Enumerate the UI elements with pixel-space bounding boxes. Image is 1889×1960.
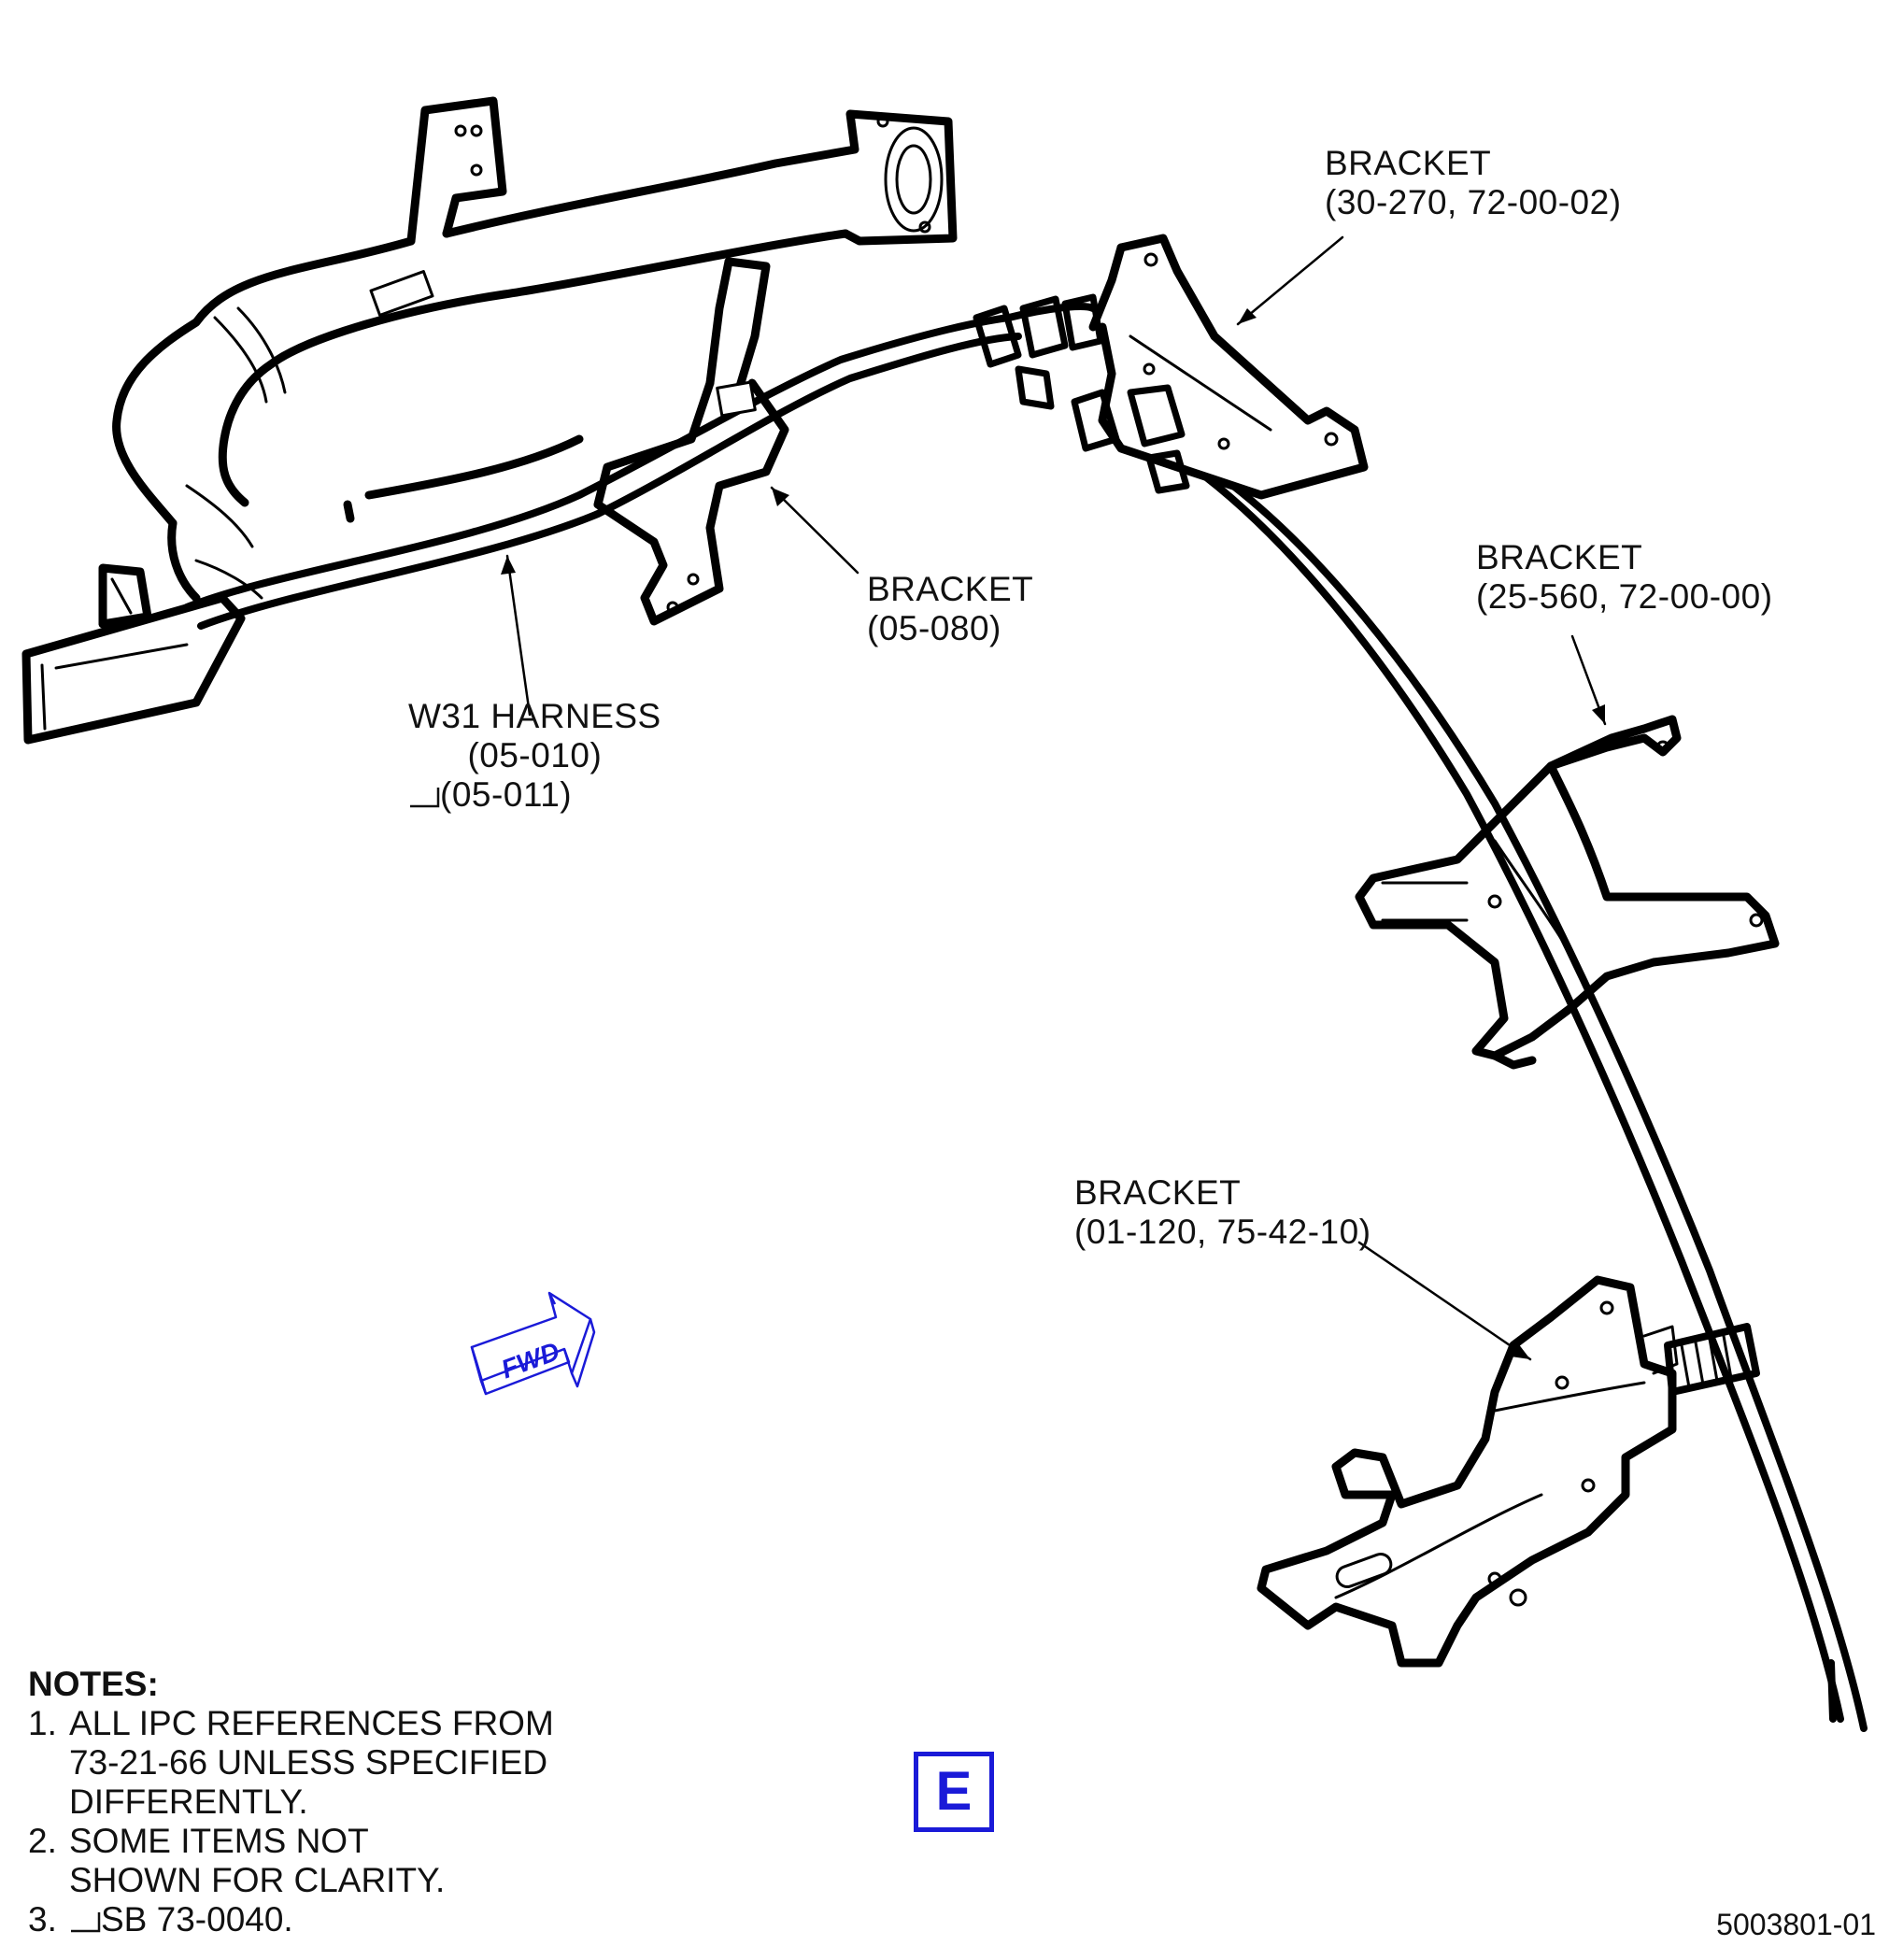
figure-id: 5003801-01 xyxy=(1716,1908,1876,1941)
label-bracket-01-120: BRACKET (01-120, 75-42-10) xyxy=(1074,1173,1371,1251)
duct-details xyxy=(185,115,944,600)
effectivity-delta-icon xyxy=(71,1912,101,1933)
label-w31-harness: W31 HARNESS (05-010) (05-011) xyxy=(408,697,661,814)
harness-run xyxy=(183,303,1868,1732)
bracket-30-270 xyxy=(1088,234,1369,500)
effectivity-delta-icon xyxy=(410,788,440,808)
clip-cluster xyxy=(973,293,1190,494)
label-bracket-30-270: BRACKET (30-270, 72-00-02) xyxy=(1325,144,1622,221)
note-item: 3. SB 73-0040. xyxy=(28,1900,293,1939)
fwd-arrow xyxy=(470,1291,596,1396)
bracket-25-560 xyxy=(1355,715,1780,1070)
notes-block: NOTES: 1. ALL IPC REFERENCES FROM 73-21-… xyxy=(28,1665,554,1939)
note-item: 1. ALL IPC REFERENCES FROM 73-21-66 UNLE… xyxy=(28,1704,554,1821)
harness-clamp xyxy=(1664,1323,1760,1396)
label-bracket-25-560: BRACKET (25-560, 72-00-00) xyxy=(1476,538,1773,616)
leader-lines xyxy=(505,235,1607,1361)
note-item: 2. SOME ITEMS NOT SHOWN FOR CLARITY. xyxy=(28,1822,446,1899)
duct-assembly xyxy=(112,96,958,603)
label-bracket-05-080: BRACKET (05-080) xyxy=(867,570,1034,647)
view-label-box: E xyxy=(914,1752,994,1832)
bracket-05-080 xyxy=(593,257,789,626)
notes-title: NOTES: xyxy=(28,1665,159,1703)
bracket-01-120 xyxy=(1257,1275,1677,1668)
